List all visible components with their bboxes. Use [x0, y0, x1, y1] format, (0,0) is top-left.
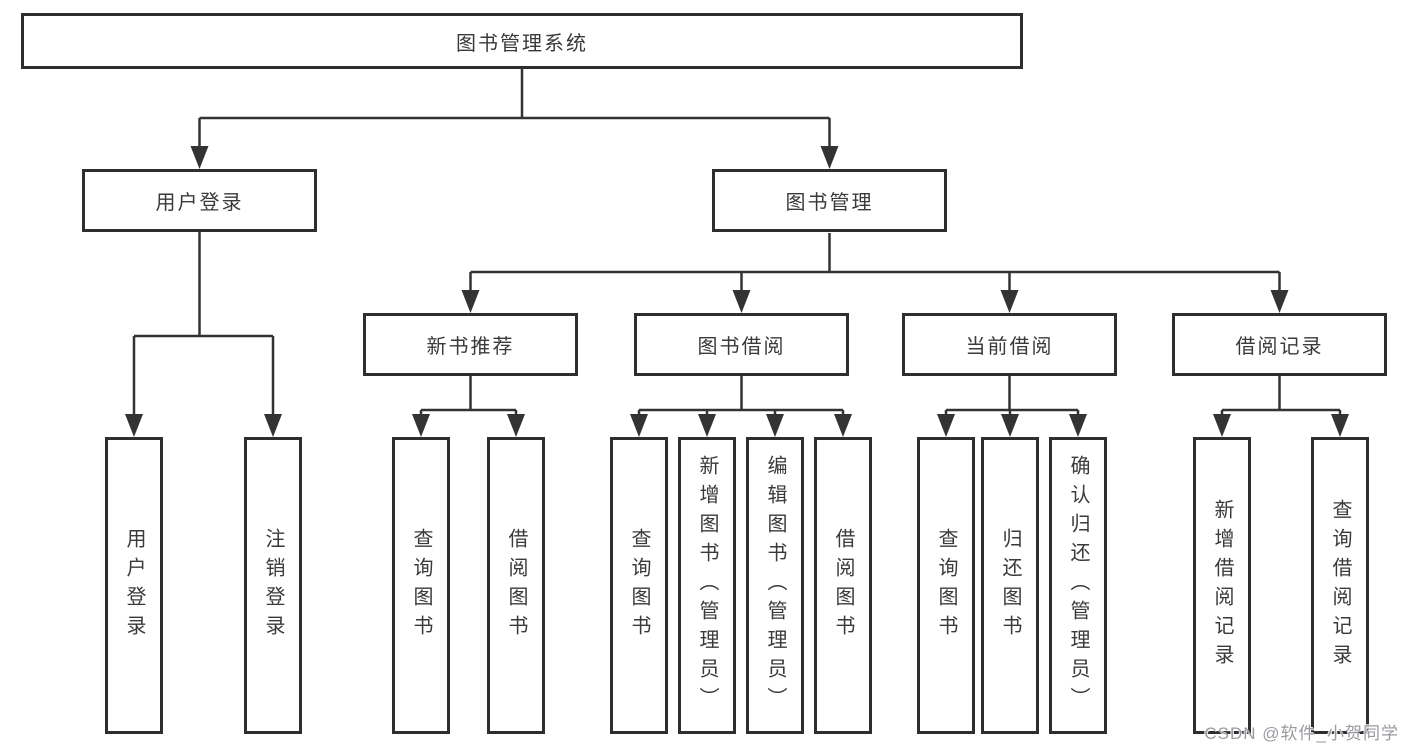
leaf-label: 注销登录: [262, 527, 284, 644]
leaf-label: 借阅图书: [505, 527, 527, 644]
csdn-watermark: CSDN @软件_小贺同学: [1204, 724, 1399, 743]
node-query-books-borrow: 查询图书: [610, 437, 668, 734]
edge-root-to-level2: [190, 69, 839, 169]
edge-current-to-leaves: [937, 376, 1087, 437]
leaf-label: 归还图书: [999, 527, 1021, 644]
edge-recommend-to-leaves: [412, 376, 525, 437]
edge-book-management-to-level3: [461, 233, 1289, 313]
leaf-label: 查询图书: [628, 527, 650, 644]
node-query-books-current: 查询图书: [917, 437, 975, 734]
edge-user-login-to-leaves: [125, 232, 282, 437]
node-add-books-admin: 新增图书（管理员）: [678, 437, 736, 734]
leaf-label: 确认归还（管理员）: [1067, 455, 1089, 716]
node-book-management: 图书管理: [712, 169, 947, 232]
node-borrow-records: 借阅记录: [1172, 313, 1387, 376]
node-current-borrow: 当前借阅: [902, 313, 1117, 376]
node-user-login-action: 用户登录: [105, 437, 163, 734]
leaf-label: 查询借阅记录: [1329, 498, 1351, 673]
node-logout-action: 注销登录: [244, 437, 302, 734]
node-return-books: 归还图书: [981, 437, 1039, 734]
leaf-label: 查询图书: [410, 527, 432, 644]
node-new-book-recommend: 新书推荐: [363, 313, 578, 376]
node-book-borrow: 图书借阅: [634, 313, 849, 376]
node-borrow-books-borrow: 借阅图书: [814, 437, 872, 734]
leaf-label: 新增借阅记录: [1211, 498, 1233, 673]
leaf-label: 编辑图书（管理员）: [764, 455, 786, 716]
node-confirm-return-admin: 确认归还（管理员）: [1049, 437, 1107, 734]
node-user-login: 用户登录: [82, 169, 317, 232]
edge-records-to-leaves: [1213, 376, 1349, 437]
node-edit-books-admin: 编辑图书（管理员）: [746, 437, 804, 734]
node-query-borrow-record: 查询借阅记录: [1311, 437, 1369, 734]
node-root-system: 图书管理系统: [21, 13, 1023, 69]
node-query-books-recommend: 查询图书: [392, 437, 450, 734]
leaf-label: 用户登录: [123, 527, 145, 644]
leaf-label: 查询图书: [935, 527, 957, 644]
leaf-label: 新增图书（管理员）: [696, 455, 718, 716]
node-add-borrow-record: 新增借阅记录: [1193, 437, 1251, 734]
leaf-label: 借阅图书: [832, 527, 854, 644]
edge-borrow-to-leaves: [630, 376, 852, 437]
node-borrow-books-recommend: 借阅图书: [487, 437, 545, 734]
